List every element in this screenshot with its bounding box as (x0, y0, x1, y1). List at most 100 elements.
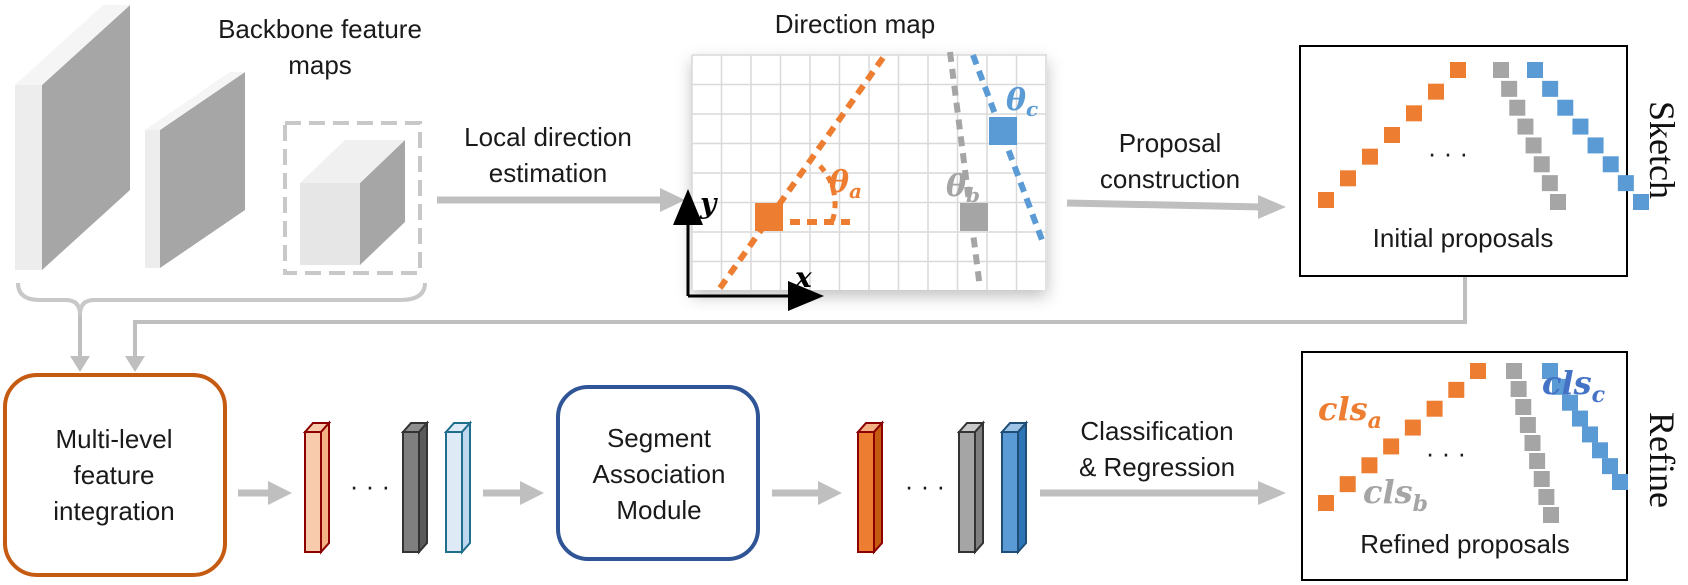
proposal-construction-line2: construction (1100, 164, 1240, 194)
proposal-point (1361, 457, 1378, 474)
proposal-construction-line1: Proposal (1119, 128, 1222, 158)
backbone-feature-maps: Backbone feature maps (15, 5, 422, 275)
mlfi-line3: integration (53, 496, 174, 526)
proposal-point (1448, 381, 1465, 398)
proposal-point (1538, 489, 1555, 505)
initial-orange-proposal (1318, 62, 1466, 208)
proposal-point (1612, 474, 1628, 490)
proposal-point (1517, 118, 1534, 135)
proposal-point (1383, 438, 1400, 455)
backbone-selection-box (283, 121, 422, 275)
proposal-point (1318, 192, 1334, 208)
arrow-backbone-to-direction-map (437, 188, 685, 212)
cls-c-label: clsc (1542, 364, 1606, 408)
proposal-point (1550, 194, 1566, 210)
proposal-point (1519, 417, 1536, 433)
initial-gray-proposal (1493, 62, 1566, 210)
proposal-point (1617, 175, 1634, 192)
proposal-point (1470, 363, 1486, 379)
proposal-point (1406, 105, 1422, 122)
gray-pixel (960, 203, 988, 231)
refined-gray-proposal (1506, 363, 1559, 523)
proposal-point (1541, 175, 1558, 192)
feature-bar-orange (855, 420, 885, 555)
proposal-point (1527, 62, 1543, 78)
proposal-point (1572, 410, 1588, 427)
refined-proposals-box (1301, 351, 1628, 581)
proposal-point (1543, 507, 1559, 523)
refined-orange-proposal (1318, 363, 1486, 511)
initial-proposals-box (1299, 45, 1628, 277)
features-2-ellipsis: · · · (905, 471, 945, 501)
cls-b-label: clsb (1363, 473, 1428, 517)
refined-proposals-label: Refined proposals (1360, 529, 1570, 559)
local-direction-label-line1: Local direction (464, 122, 632, 152)
mlfi-box (3, 373, 227, 577)
x-axis-label: x (794, 261, 812, 294)
sam-line2: Association (593, 459, 726, 489)
theta-a-label: θa (829, 165, 862, 203)
feature-vectors-2: · · · (855, 420, 1029, 555)
initial-proposals-panel: · · · Initial proposals (1299, 45, 1649, 277)
theta-c-label: θc (1006, 83, 1038, 121)
feature-bar-blue (999, 420, 1029, 555)
cls-reg-line2: & Regression (1079, 452, 1235, 482)
proposal-point (1384, 127, 1400, 143)
arrow-sam-to-features (772, 481, 842, 505)
arrow-brace-to-mlfi (70, 315, 90, 372)
blue-pixel (989, 117, 1017, 145)
sketch-stage-label: Sketch (1642, 101, 1682, 199)
direction-map: θa θb θc x y (673, 51, 1047, 311)
proposal-point (1572, 118, 1589, 135)
mlfi-line1: Multi-level (55, 424, 172, 454)
initial-ellipsis: · · · (1428, 138, 1468, 168)
feature-brace (16, 282, 427, 316)
proposal-point (1542, 80, 1559, 97)
refined-ellipsis: · · · (1426, 438, 1466, 468)
mlfi-line2: feature (74, 460, 155, 490)
cls-a-label: clsa (1318, 390, 1382, 434)
sam-line3: Module (616, 495, 701, 525)
proposal-point (1633, 194, 1649, 210)
feature-vectors-1: · · · (302, 420, 473, 555)
proposal-point (1533, 471, 1550, 487)
sam-box (556, 385, 760, 561)
refine-stage-label: Refine (1642, 412, 1682, 508)
feature-bar-blue-light (443, 420, 473, 555)
proposal-point (1592, 442, 1608, 459)
proposal-point (1562, 394, 1578, 411)
proposal-point (1501, 80, 1518, 97)
proposal-point (1557, 99, 1574, 116)
feature-bar-gray-dark (400, 420, 430, 555)
proposal-point (1515, 399, 1532, 415)
theta-a-arc (818, 164, 838, 223)
sam-line1: Segment (607, 423, 712, 453)
proposal-point (1533, 156, 1550, 173)
proposal-point (1362, 148, 1378, 165)
arrow-features-to-sam (483, 481, 544, 505)
initial-proposals-label: Initial proposals (1373, 223, 1554, 253)
proposal-point (1450, 62, 1466, 78)
local-direction-label-line2: estimation (489, 158, 608, 188)
backbone-block-small (300, 140, 405, 265)
cls-reg-line1: Classification (1080, 416, 1233, 446)
arrow-proposals-to-mlfi (125, 275, 1467, 372)
direction-map-title: Direction map (775, 9, 935, 39)
orange-segment-line (717, 53, 888, 290)
proposal-point (1602, 458, 1618, 475)
theta-b-label: θb (946, 169, 980, 207)
arrow-mlfi-to-features (238, 481, 292, 505)
backbone-label-line2: maps (288, 50, 352, 80)
multi-level-feature-integration: Multi-level feature integration (3, 373, 227, 577)
proposal-point (1404, 419, 1421, 436)
proposal-point (1493, 62, 1509, 78)
proposal-point (1340, 170, 1356, 187)
proposal-point (1510, 381, 1527, 397)
proposal-point (1542, 363, 1558, 379)
y-axis-label: y (699, 187, 718, 220)
proposal-point (1602, 156, 1619, 173)
proposal-point (1525, 137, 1542, 154)
gray-segment-line (947, 51, 983, 289)
proposal-point (1318, 495, 1334, 511)
